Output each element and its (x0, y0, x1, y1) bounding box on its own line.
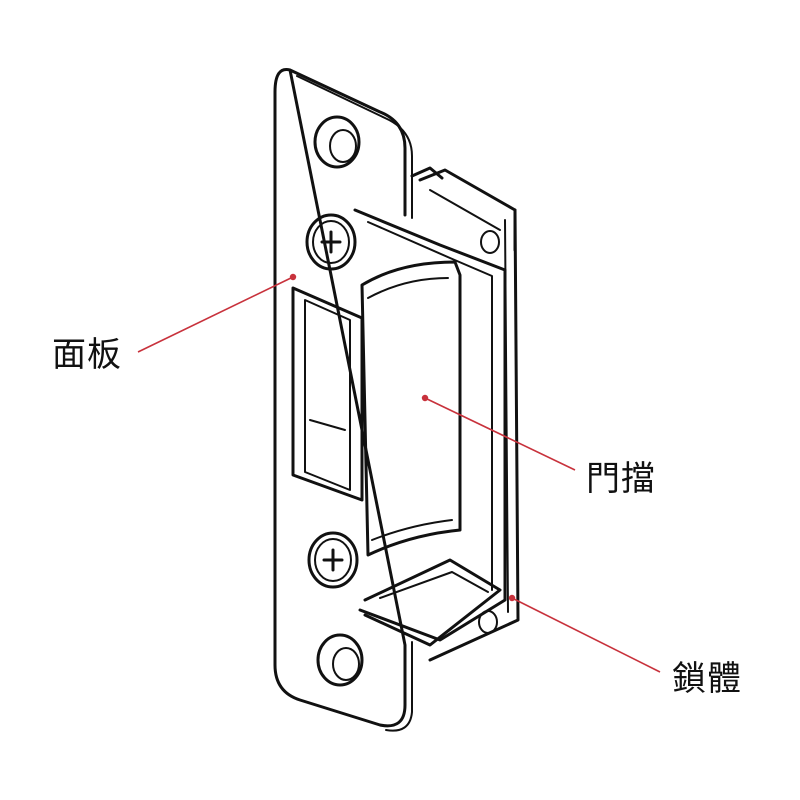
leader-line-lock-body (511, 597, 661, 673)
leader-dot-lock-body (508, 594, 516, 602)
top-screw-hole (313, 115, 361, 169)
keeper (360, 260, 462, 557)
bottom-screw-hole (316, 633, 364, 687)
leader-lines (137, 273, 661, 673)
leader-line-faceplate (137, 276, 294, 353)
label-lock-body: 鎖體 (672, 659, 742, 699)
leader-dot-keeper (421, 394, 429, 402)
label-keeper: 門擋 (586, 459, 656, 499)
leader-line-keeper (424, 397, 576, 471)
leader-dot-faceplate (289, 273, 297, 281)
label-faceplate: 面板 (52, 335, 122, 375)
top-screw-icon (305, 213, 357, 271)
bottom-screw-icon (307, 531, 359, 589)
lock-body (353, 166, 520, 662)
faceplate-window (291, 286, 364, 502)
faceplate (273, 67, 413, 732)
